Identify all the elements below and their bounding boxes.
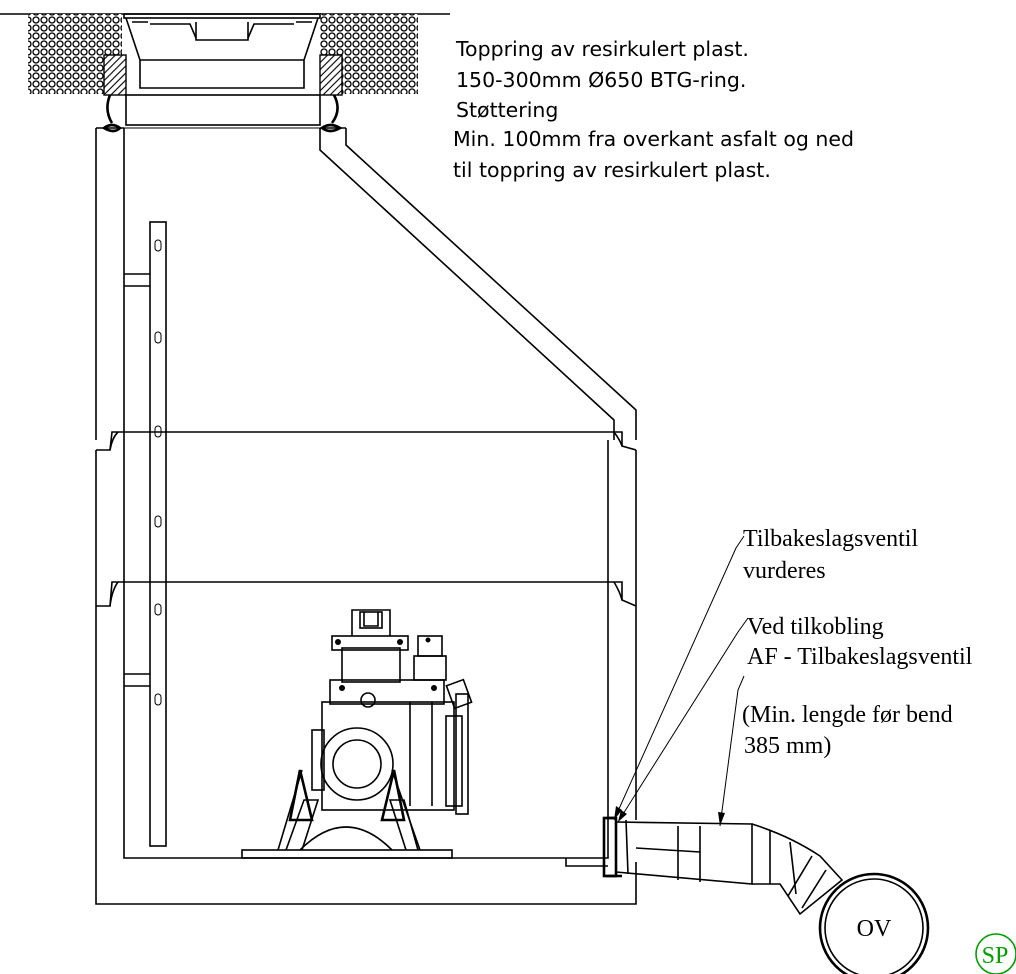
callout-connection-line2: AF - Tilbakeslagsventil (747, 644, 973, 670)
note-topring-line2: 150-300mm Ø650 BTG-ring. (456, 68, 746, 92)
note-topring-line1: Toppring av resirkulert plast. (455, 37, 749, 61)
leader-lines (613, 535, 749, 827)
callout-min-length-line2: 385 mm) (744, 733, 831, 759)
note-asphalt-line1: Min. 100mm fra overkant asfalt og ned (453, 127, 854, 151)
ladder (124, 221, 167, 847)
top-ring-assembly (0, 13, 450, 133)
sp-badge-circle (975, 933, 1016, 974)
ov-pipe (818, 872, 930, 974)
ring-joint-lower (96, 581, 637, 607)
plastic-top-ring-left (103, 54, 127, 96)
callout-check-valve-line1: Tilbakeslagsventil (743, 526, 918, 552)
sp-badge-text: SP (982, 943, 1009, 969)
plastic-top-ring-right (319, 54, 343, 96)
sp-badge: SP (975, 933, 1016, 974)
manhole-frame (123, 13, 321, 89)
outlet-pipe (602, 816, 930, 974)
manhole-cone (95, 127, 637, 440)
btg-ring (125, 94, 321, 126)
note-support-ring: Støttering (456, 98, 558, 122)
callout-check-valve-line2: vurderes (743, 558, 826, 584)
callout-min-length-line1: (Min. lengde før bend (742, 702, 953, 728)
note-asphalt-line2: til toppring av resirkulert plast. (453, 158, 771, 182)
ring-joint-upper (95, 431, 637, 606)
callout-connection-line1: Ved tilkobling (747, 614, 884, 640)
pump-valve (241, 609, 473, 859)
ov-pipe-label: OV (857, 916, 892, 942)
